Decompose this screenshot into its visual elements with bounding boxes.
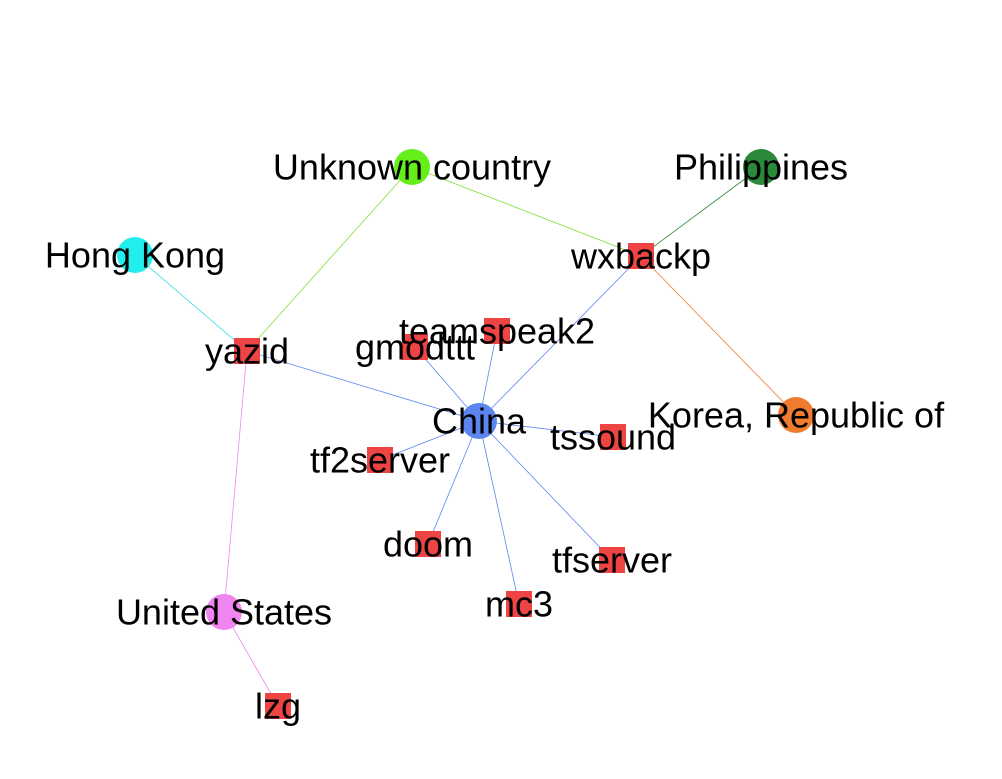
node-mc3-label: mc3 [485,584,553,625]
node-korea-label: Korea, Republic of [648,395,945,436]
node-mc3-square[interactable] [506,591,532,617]
node-philippines-circle[interactable] [743,149,779,185]
edge-china-wxbackp [478,255,642,422]
node-tssound-square[interactable] [600,424,626,450]
edge-unitedstates-lzg [223,611,279,707]
edge-unknown-yazid [246,166,413,352]
edge-china-yazid [246,350,480,422]
node-teamspeak2-square[interactable] [484,318,510,344]
edge-korea-wxbackp [640,255,797,416]
node-gmodttt-square[interactable] [402,334,428,360]
node-wxbackp-square[interactable] [628,243,654,269]
edge-china-tfserver [478,420,613,561]
node-tssound-label: tssound [550,417,676,458]
node-teamspeak2-label: teamspeak2 [399,311,595,352]
edge-unitedstates-yazid [223,350,248,613]
node-korea-circle[interactable] [778,397,814,433]
node-unknown-circle[interactable] [394,149,430,185]
node-hongkong-circle[interactable] [117,237,153,273]
node-lzg-square[interactable] [265,693,291,719]
edge-china-tssound [478,420,614,438]
node-china-label: China [432,401,527,442]
node-unitedstates-label: United States [116,592,332,633]
node-tfserver-square[interactable] [599,547,625,573]
node-yazid-label: yazid [205,331,289,372]
node-china-circle[interactable] [461,403,497,439]
node-tf2server-label: tf2server [310,440,450,481]
edge-hongkong-yazid [134,254,248,352]
node-tf2server-square[interactable] [367,447,393,473]
node-unitedstates-circle[interactable] [206,594,242,630]
node-yazid-square[interactable] [234,338,260,364]
node-unknown-label: Unknown country [273,147,551,188]
node-wxbackp-label: wxbackp [570,236,711,277]
node-philippines-label: Philippines [674,147,848,188]
node-tfserver-label: tfserver [552,540,672,581]
node-gmodttt-label: gmodttt [355,327,475,368]
node-lzg-label: lzg [255,686,301,727]
edge-unknown-wxbackp [411,166,642,257]
node-doom-square[interactable] [415,531,441,557]
edge-china-mc3 [478,420,520,605]
node-hongkong-label: Hong Kong [45,235,225,276]
edge-philippines-wxbackp [640,166,762,257]
nodes-layer [117,149,814,719]
edge-china-doom [427,420,480,545]
node-doom-label: doom [383,524,473,565]
